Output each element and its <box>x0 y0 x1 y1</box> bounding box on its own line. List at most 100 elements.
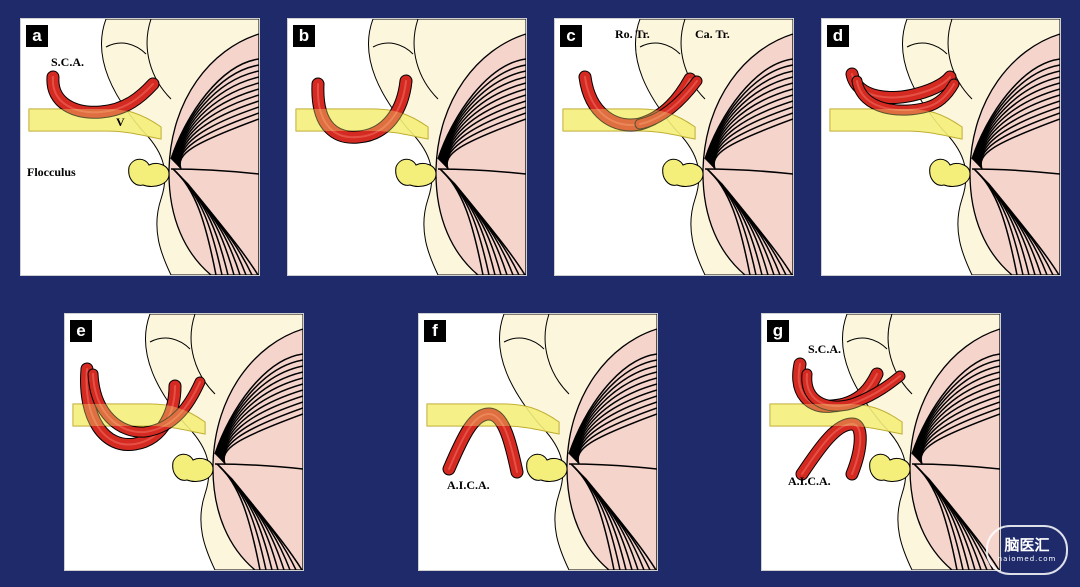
nerve-overlay <box>830 109 962 139</box>
cerebellar-folium <box>707 76 793 163</box>
cerebellar-folium <box>720 182 793 275</box>
cerebellar-folium <box>186 182 259 275</box>
cerebellar-folium <box>570 365 657 457</box>
pons-contour <box>887 314 913 395</box>
pons-contour <box>105 42 147 55</box>
cerebellar-folium <box>230 477 303 570</box>
cerebellar-folium <box>975 82 1060 164</box>
nerve-overlay <box>770 404 902 434</box>
cerebellar-folium <box>709 88 793 165</box>
panel-label-b: b <box>293 25 315 47</box>
cerebellar-folium <box>704 58 793 160</box>
cerebellum-shape <box>702 33 793 275</box>
artery-highlight <box>856 80 955 112</box>
cerebellum-shape <box>909 328 1000 570</box>
cerebellar-folium <box>437 58 526 160</box>
cerebellar-folium <box>987 182 1060 275</box>
label-caudal-trunk: Ca. Tr. <box>695 27 730 41</box>
panel-f: f A.I.C.A. <box>418 313 658 571</box>
artery-highlight <box>316 80 407 139</box>
pons-contour <box>372 42 414 55</box>
cerebellar-folium <box>223 413 303 465</box>
cerebellar-folium <box>569 359 657 456</box>
horizontal-fissure <box>437 168 526 175</box>
label-aica-g: A.I.C.A. <box>788 474 831 488</box>
cerebellar-folium <box>217 371 303 458</box>
panel-d: d <box>821 18 1061 276</box>
pons-contour <box>947 19 973 100</box>
horizontal-fissure <box>170 168 259 175</box>
cerebellar-folium <box>708 82 793 164</box>
artery-highlight <box>801 422 862 475</box>
cerebellar-folium <box>179 118 259 170</box>
cerebellum-shape <box>435 33 526 275</box>
artery-highlight <box>51 76 154 114</box>
label-sca-g: S.C.A. <box>808 342 842 356</box>
horizontal-fissure <box>704 168 793 175</box>
cerebellar-folium <box>577 413 657 465</box>
cerebellum-shape <box>969 33 1060 275</box>
cerebellum-shape <box>566 328 657 570</box>
cerebellar-folium <box>916 383 1000 460</box>
cerebellar-folium <box>977 94 1060 166</box>
horizontal-fissure <box>568 463 657 470</box>
label-rostral-trunk: Ro. Tr. <box>615 27 650 41</box>
flocculus-shape <box>526 453 568 483</box>
cerebellar-folium <box>441 82 526 164</box>
panel-label-d: d <box>827 25 849 47</box>
cerebellar-folium <box>914 371 1000 458</box>
watermark-logo: 脑医汇 naiomed.com <box>986 525 1068 575</box>
flocculus-shape <box>395 158 437 188</box>
diagram-g <box>769 314 1000 570</box>
nerve-overlay <box>427 404 559 434</box>
flocculus-shape <box>869 453 911 483</box>
panel-a: a S.C.A. V Flocculus <box>20 18 260 276</box>
cerebellar-folium <box>215 359 303 456</box>
cerebellar-folium <box>220 389 303 461</box>
label-sca: S.C.A. <box>51 55 85 69</box>
flocculus-shape <box>172 453 214 483</box>
cerebellar-folium <box>443 94 526 166</box>
cerebellar-folium <box>568 353 657 455</box>
horizontal-fissure <box>971 168 1060 175</box>
cerebellar-folium <box>172 70 259 162</box>
cerebellar-folium <box>175 88 259 165</box>
diagram-e <box>72 314 303 570</box>
cerebellar-folium <box>915 377 1000 459</box>
cerebellar-folium <box>912 359 1000 456</box>
artery-highlight <box>92 373 201 434</box>
panel-label-a: a <box>26 25 48 47</box>
cerebellum-shape <box>168 33 259 275</box>
pons-contour <box>680 19 706 100</box>
cerebellar-folium <box>438 64 526 161</box>
watermark-subtext: naiomed.com <box>997 554 1057 563</box>
cerebellar-folium <box>174 82 259 164</box>
cerebellum-shape <box>212 328 303 570</box>
cerebellar-folium <box>917 389 1000 461</box>
artery-highlight <box>448 412 518 473</box>
flocculus-shape <box>929 158 971 188</box>
cerebellar-folium <box>706 70 793 162</box>
artery-highlight <box>85 368 176 446</box>
pons-contour <box>846 337 888 350</box>
panel-label-g: g <box>767 320 789 342</box>
horizontal-fissure <box>214 463 303 470</box>
pons-contour <box>146 19 172 100</box>
cerebellar-folium <box>972 64 1060 161</box>
label-flocculus: Flocculus <box>27 165 76 179</box>
cerebellar-folium <box>442 88 526 165</box>
cerebellar-folium <box>171 64 259 161</box>
cerebellar-folium <box>440 76 526 163</box>
panel-g: g S.C.A. A.I.C.A. <box>761 313 1001 571</box>
panel-label-f: f <box>424 320 446 342</box>
cerebellar-folium <box>573 383 657 460</box>
cerebellar-folium <box>571 371 657 458</box>
cerebellar-folium <box>170 58 259 160</box>
cerebellar-folium <box>453 182 526 275</box>
pons-contour <box>149 337 191 350</box>
cerebellar-folium <box>572 377 657 459</box>
cerebellar-folium <box>439 70 526 162</box>
horizontal-fissure <box>911 463 1000 470</box>
artery-vessel <box>796 418 866 480</box>
nerve-overlay <box>563 109 695 139</box>
